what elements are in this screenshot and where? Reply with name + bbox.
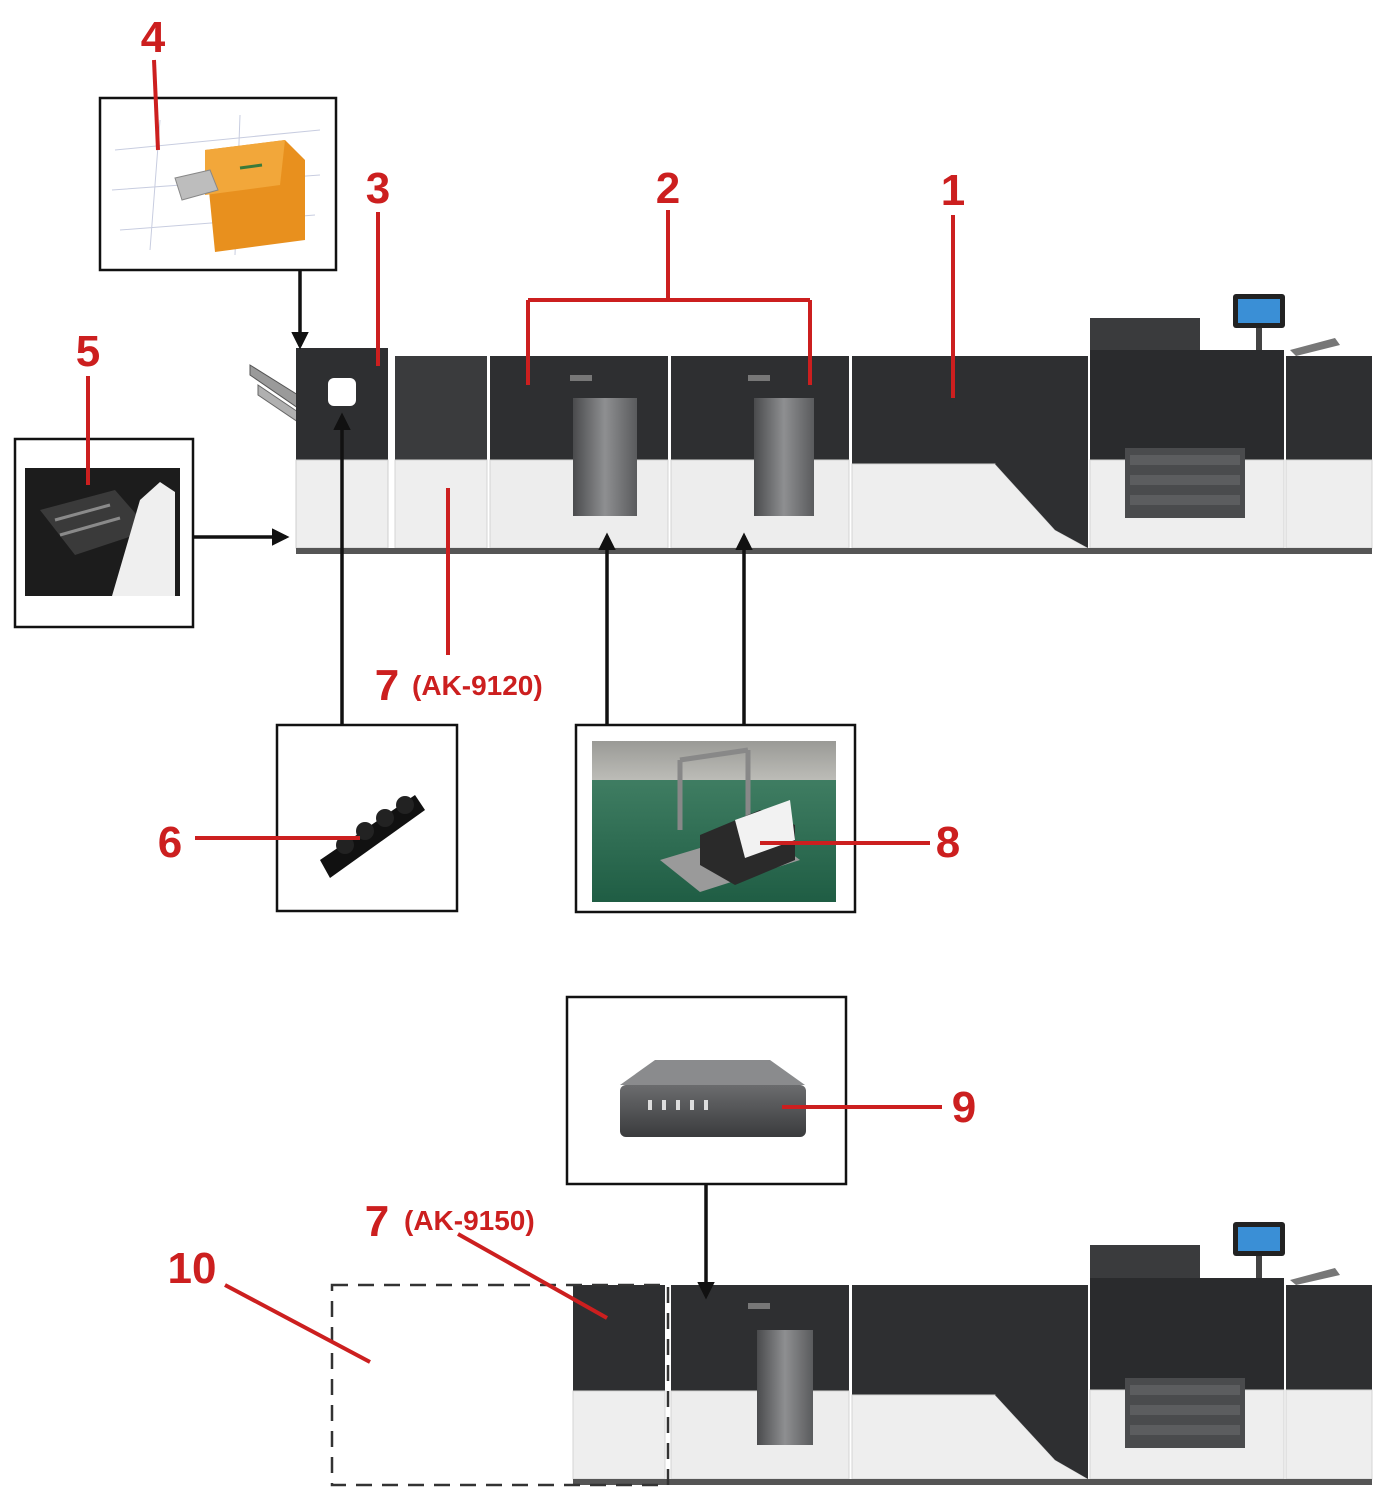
callout-2: 2 <box>656 164 680 213</box>
stacker-device-orange-icon <box>111 114 321 256</box>
control-box-device-icon <box>620 1060 806 1137</box>
stacker-cart-photo-icon <box>592 741 836 902</box>
stacker-module-ak9120 <box>394 356 488 549</box>
finisher-unit <box>249 348 389 549</box>
inserter-module-bottom <box>851 1285 1090 1480</box>
callout-labels: 1 2 3 4 5 6 7 (AK-9120) 8 9 7 (AK-9150) … <box>76 13 976 1293</box>
high-capacity-stacker-b <box>670 356 850 549</box>
leader-2 <box>526 210 812 385</box>
callout-4: 4 <box>141 13 166 62</box>
paper-tray-photo-icon <box>25 468 180 596</box>
inserter-module <box>851 356 1089 549</box>
optional-unit-placeholder <box>330 1283 670 1487</box>
callout-3: 3 <box>366 164 390 213</box>
inset-4 <box>98 96 338 272</box>
callout-leaders <box>86 59 955 1364</box>
callout-1: 1 <box>941 166 965 215</box>
callout-5: 5 <box>76 327 100 376</box>
high-capacity-stacker-c <box>670 1285 850 1480</box>
leader-7b <box>457 1232 608 1320</box>
stacker-module-ak9150 <box>572 1285 666 1480</box>
callout-9: 9 <box>952 1083 976 1132</box>
inset-6 <box>275 723 459 913</box>
inset-8 <box>574 723 857 914</box>
callout-7a-model: (AK-9120) <box>412 670 543 701</box>
leader-10 <box>224 1283 371 1364</box>
callout-7b: 7 <box>365 1197 389 1246</box>
high-capacity-stacker-a <box>489 356 669 549</box>
roller-assembly-icon <box>320 795 425 878</box>
connector-arrows <box>193 270 753 1300</box>
callout-6: 6 <box>158 818 182 867</box>
leader-4 <box>152 59 160 151</box>
callout-7b-model: (AK-9150) <box>404 1205 535 1236</box>
bottom-printer-line <box>330 1222 1373 1487</box>
callout-10: 10 <box>168 1244 217 1293</box>
callout-8: 8 <box>936 818 960 867</box>
main-print-engine-bottom <box>1089 1222 1373 1480</box>
callout-7a: 7 <box>375 661 399 710</box>
top-printer-line <box>249 294 1373 554</box>
main-print-engine <box>1089 294 1373 549</box>
machine-feet <box>296 548 1372 554</box>
machine-feet-bottom <box>573 1479 1372 1485</box>
inset-9 <box>565 995 848 1186</box>
inset-5 <box>13 437 195 629</box>
